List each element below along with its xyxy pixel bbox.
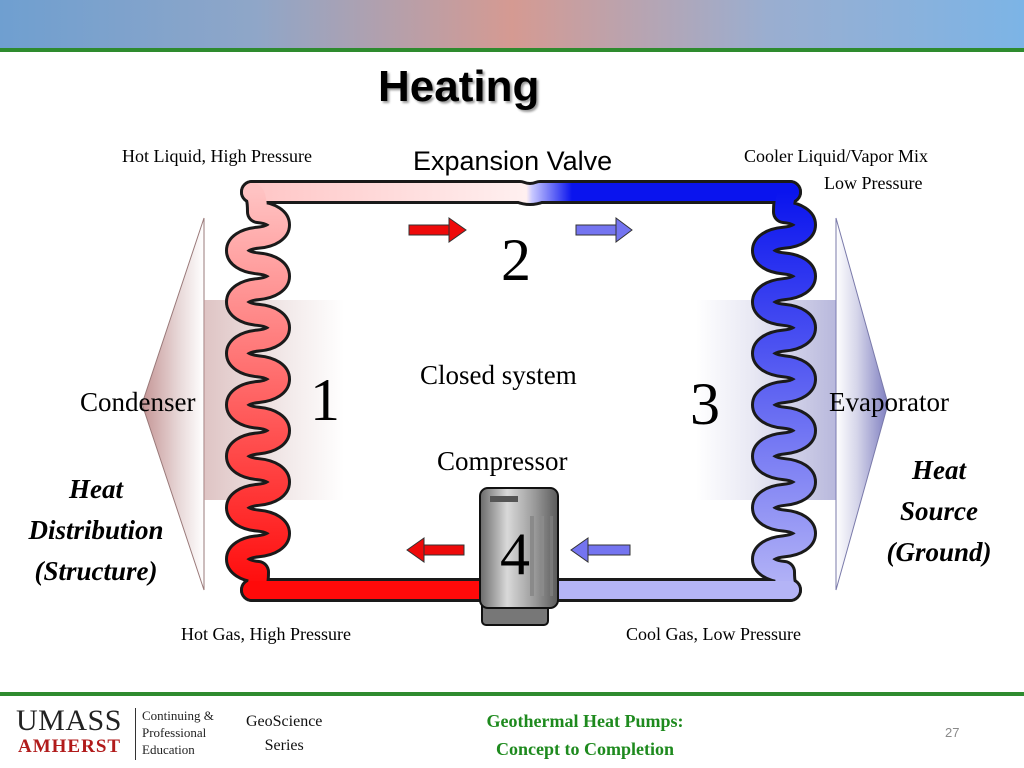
logo-separator: [135, 708, 136, 760]
bottom-divider: [0, 692, 1024, 696]
stage-1-number: 1: [310, 367, 340, 433]
cpe-line3: Education: [142, 742, 195, 757]
heat-source-label: Heat Source (Ground): [866, 450, 1012, 573]
heat-distribution-line1: Heat: [69, 474, 123, 504]
amherst-logo-text: AMHERST: [18, 736, 122, 757]
footer-title-line1: Geothermal Heat Pumps:: [486, 711, 684, 731]
compressor-label: Compressor: [437, 446, 568, 476]
compressor-icon: [479, 487, 559, 626]
hot-gas-label: Hot Gas, High Pressure: [181, 624, 351, 644]
footer-title: Geothermal Heat Pumps: Concept to Comple…: [440, 707, 730, 763]
series-line2: Series: [264, 737, 304, 754]
closed-system-label: Closed system: [420, 360, 577, 390]
cooler-mix-label: Cooler Liquid/Vapor Mix: [744, 146, 928, 166]
heat-distribution-line3: (Structure): [34, 556, 158, 586]
heat-source-line3: (Ground): [886, 537, 992, 567]
hot-liquid-label: Hot Liquid, High Pressure: [122, 146, 312, 166]
flow-arrow-top-left-icon: [408, 217, 467, 243]
footer-title-line2: Concept to Completion: [496, 739, 674, 759]
flow-arrow-bottom-left-icon: [406, 537, 465, 563]
heat-source-line2: Source: [899, 496, 978, 526]
evaporator-coil: [754, 183, 814, 599]
heat-distribution-line2: Distribution: [28, 515, 164, 545]
heat-source-line1: Heat: [912, 455, 966, 485]
continuing-education-text: Continuing & Professional Education: [142, 707, 214, 758]
heat-distribution-label: Heat Distribution (Structure): [6, 469, 186, 592]
umass-logo-text: UMASS: [16, 704, 122, 737]
cpe-line1: Continuing &: [142, 708, 214, 723]
stage-2-number: 2: [501, 227, 531, 293]
condenser-label: Condenser: [80, 387, 196, 417]
cool-gas-label: Cool Gas, Low Pressure: [626, 624, 801, 644]
slide-title: Heating: [378, 62, 540, 111]
top-banner: [0, 0, 1024, 48]
condenser-coil: [228, 183, 288, 599]
series-text: GeoScience Series: [246, 710, 322, 758]
top-pipe: [243, 183, 799, 203]
expansion-valve-label: Expansion Valve: [413, 146, 613, 176]
flow-arrow-bottom-right-icon: [570, 537, 631, 563]
top-divider: [0, 48, 1024, 52]
stage-3-number: 3: [690, 371, 720, 437]
evaporator-label: Evaporator: [829, 387, 949, 417]
stage-4-number: 4: [500, 521, 530, 587]
cpe-line2: Professional: [142, 725, 207, 740]
flow-arrow-top-right-icon: [575, 217, 633, 243]
page-number: 27: [945, 725, 960, 740]
series-line1: GeoScience: [246, 713, 323, 730]
low-pressure-label: Low Pressure: [824, 173, 923, 193]
